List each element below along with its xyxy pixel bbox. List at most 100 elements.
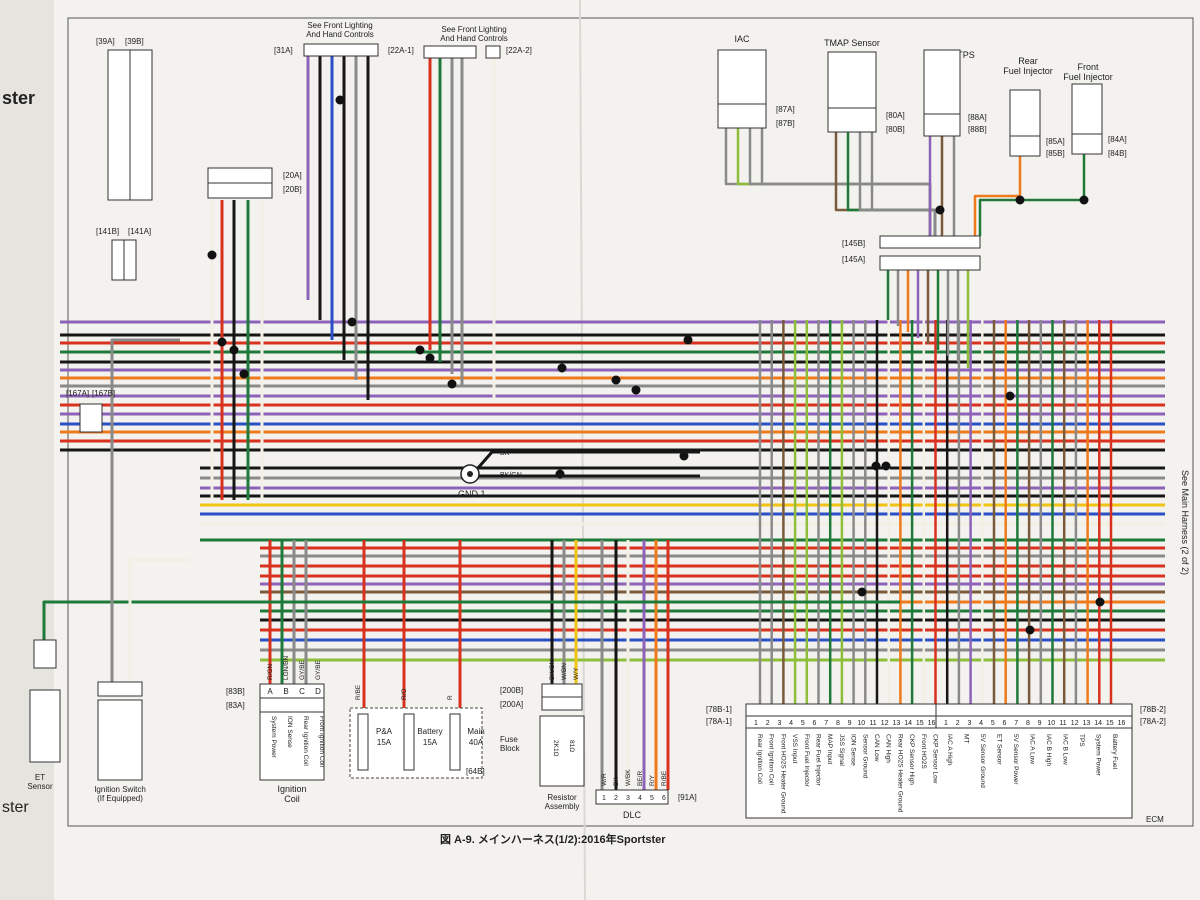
ecm-function-label: 5V Sensor Ground <box>979 734 986 788</box>
fuse-body <box>357 713 369 771</box>
svg-text:[20B]: [20B] <box>283 185 302 194</box>
harness-wire <box>973 156 1022 236</box>
ecm-pin-number: 15 <box>916 720 924 727</box>
ecm-pin-number: 16 <box>1118 720 1126 727</box>
figure-caption: 図 A-9. メインハーネス(1/2):2016年Sportster <box>440 832 666 846</box>
wire-junction-dot <box>611 375 621 385</box>
resistor-wire-label: W/BN <box>561 663 568 680</box>
wire-junction-dot <box>415 345 425 355</box>
ecm-function-label: CKP Sensor Low <box>932 734 939 784</box>
dlc-wire-label: BE/R <box>637 771 644 786</box>
ecm-pin-number: 6 <box>813 720 817 727</box>
coil-wire-label: LGN/BN <box>283 655 290 680</box>
ecm-pin-number: 3 <box>777 720 781 727</box>
svg-text:[20A]: [20A] <box>283 171 302 180</box>
dlc-wire-label: R/Y <box>649 775 656 787</box>
ecm-pin-number: 12 <box>1071 720 1079 727</box>
wire-junction-dot <box>335 95 345 105</box>
ecm-function-label: Rear Ignition Coil <box>756 734 763 784</box>
ecm-function-label: CAN High <box>885 734 892 763</box>
fuse-rating: 40A <box>469 738 484 747</box>
svg-text:[141B]: [141B] <box>96 227 119 236</box>
svg-text:ECM: ECM <box>1146 815 1164 824</box>
ecm-pin-number: 16 <box>928 720 936 727</box>
wire-junction-dot <box>217 337 227 347</box>
ecm-pin-number: 1 <box>944 720 948 727</box>
svg-text:[85B]: [85B] <box>1046 149 1065 158</box>
svg-text:[200B]: [200B] <box>500 686 523 695</box>
svg-text:[87B]: [87B] <box>776 119 795 128</box>
ground-gnd1: GND 1 BK BK/GN <box>458 450 522 499</box>
svg-text:[145A]: [145A] <box>842 255 865 264</box>
ecm-function-label: Front Fuel Injector <box>803 734 810 788</box>
svg-text:[141A]: [141A] <box>128 227 151 236</box>
wire-junction-dot <box>679 451 689 461</box>
ecm-function-label: MT <box>963 734 970 743</box>
resistor-wire-label: W/Y <box>573 667 580 680</box>
ecm-function-label: VSS Input <box>791 734 798 763</box>
iac-connector: IAC [87A] [87B] <box>717 34 795 129</box>
ecm-pin-number: 10 <box>1047 720 1055 727</box>
ecm-pin-number: 8 <box>836 720 840 727</box>
ecm-function-label: ION Sense <box>850 734 857 766</box>
dlc-wire-label: W/BK <box>625 769 632 786</box>
ecm-function-label: CKP Sensor High <box>908 734 915 785</box>
wire-junction-dot <box>425 353 435 363</box>
fuse-wire-label: R <box>447 695 454 700</box>
connector-145: [145B] [145A] <box>842 235 981 271</box>
wire-junction-dot <box>347 317 357 327</box>
ecm-function-label: JSS Signal <box>838 734 845 766</box>
coil-pin-label: A <box>267 687 273 696</box>
svg-text:IAC: IAC <box>734 34 750 44</box>
fuse-name: Main <box>467 727 484 736</box>
svg-text:[22A-2]: [22A-2] <box>506 46 532 55</box>
ecm-function-label: IAC A High <box>946 734 953 766</box>
svg-text:GND 1: GND 1 <box>458 489 486 499</box>
coil-function-label: Front Ignition Coil <box>318 716 325 767</box>
coil-wire-label: GY/BE <box>315 659 322 680</box>
dlc-pin-number: 2 <box>614 795 618 802</box>
ecm-pin-number: 14 <box>904 720 912 727</box>
ecm-function-label: Front Ignition Coil <box>768 734 775 785</box>
ecm-function-label: System Power <box>1095 734 1102 777</box>
dlc-pin-number: 1 <box>602 795 606 802</box>
harness-wire <box>128 558 190 682</box>
ecm-function-label: Front HO2S Heater Ground <box>779 734 786 814</box>
ecm-pin-number: 6 <box>1003 720 1007 727</box>
svg-text:[145B]: [145B] <box>842 239 865 248</box>
tps-connector: TPS [88A] [88B] <box>923 49 987 137</box>
ecm-pin-number: 4 <box>789 720 793 727</box>
ecm-pin-number: 14 <box>1094 720 1102 727</box>
svg-text:[80B]: [80B] <box>886 125 905 134</box>
wire-junction-dot <box>1095 597 1105 607</box>
coil-pin-label: D <box>315 687 321 696</box>
left-page-fragment: ster <box>2 88 35 108</box>
wire-junction-dot <box>557 363 567 373</box>
ecm-function-label: Rear Fuel Injector <box>815 734 822 786</box>
fuse-name: P&A <box>376 727 393 736</box>
ecm-pin-number: 1 <box>754 720 758 727</box>
harness-wire <box>870 132 937 236</box>
wire-junction-dot <box>207 250 217 260</box>
fuse-wire-label: R/O <box>401 688 408 700</box>
harness-wire <box>978 154 1086 236</box>
wire-junction-dot <box>229 345 239 355</box>
coil-wire-label: R/GN <box>267 663 274 680</box>
svg-text:[22A-1]: [22A-1] <box>388 46 414 55</box>
svg-text:[80A]: [80A] <box>886 111 905 120</box>
svg-text:[83B]: [83B] <box>226 687 245 696</box>
ecm-function-label: IAC B Low <box>1062 734 1069 765</box>
svg-text:[167B]: [167B] <box>92 389 115 398</box>
coil-function-label: System Power <box>270 716 277 759</box>
ecm-function-label: Battery Fuel <box>1111 734 1118 770</box>
svg-text:[200A]: [200A] <box>500 700 523 709</box>
coil-function-label: ION Sense <box>286 716 293 748</box>
